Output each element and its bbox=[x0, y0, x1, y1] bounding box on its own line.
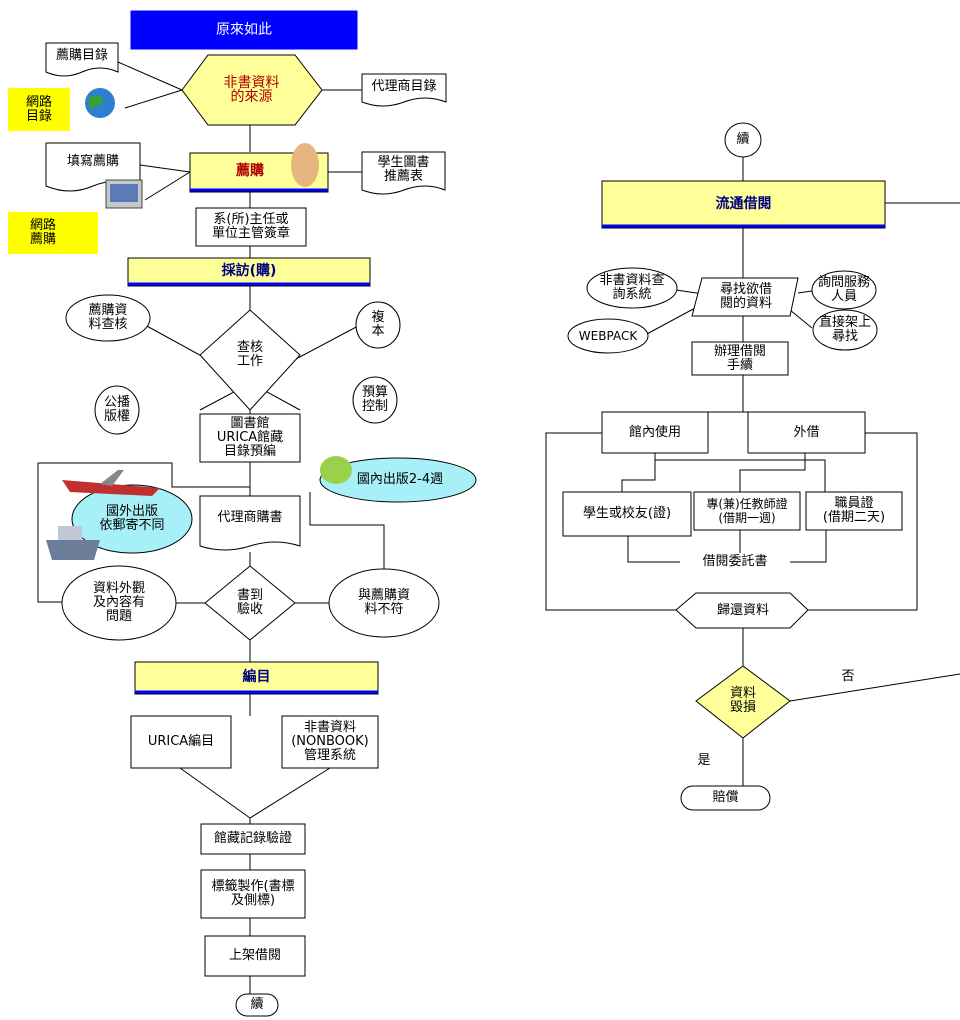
person-icon bbox=[291, 143, 319, 187]
foreign-label: 國外出版 依郵寄不同 bbox=[99, 504, 165, 533]
webpack-ellipse bbox=[567, 318, 649, 354]
urica-catalog-label: URICA編目 bbox=[147, 734, 215, 749]
dept-stamp-box bbox=[195, 207, 307, 247]
external-label: 外借 bbox=[793, 424, 820, 440]
damaged-label: 資料 毀損 bbox=[729, 686, 756, 715]
label-make-box bbox=[200, 869, 306, 919]
cataloging-label: 編目 bbox=[242, 669, 271, 685]
web-recommend-note bbox=[8, 212, 98, 254]
check-diamond bbox=[199, 309, 301, 411]
return-label: 歸還資料 bbox=[716, 602, 769, 618]
find-material-label: 尋找欲借 閱的資料 bbox=[719, 282, 772, 311]
damaged-diamond bbox=[695, 665, 791, 739]
continue-left-label: 續 bbox=[250, 997, 264, 1012]
webpack-label: WEBPACK bbox=[578, 329, 638, 343]
continue-right-label: 續 bbox=[736, 132, 750, 147]
web-catalog-label: 網路 目錄 bbox=[25, 94, 52, 124]
banner-title: 原來如此 bbox=[216, 22, 272, 38]
recommend-label: 薦購 bbox=[236, 163, 264, 179]
external-box bbox=[747, 411, 866, 454]
staff-card-label: 職員證 (借期二天) bbox=[822, 496, 886, 525]
find-material-para bbox=[691, 277, 799, 317]
agent-purchase-doc bbox=[199, 495, 301, 551]
appearance-issue-ellipse bbox=[61, 565, 177, 641]
circulation-box bbox=[601, 180, 886, 229]
shelving-label: 上架借閱 bbox=[228, 948, 281, 963]
holdings-verify-label: 館藏記錄驗證 bbox=[213, 831, 292, 846]
shelf-search-ellipse bbox=[812, 309, 878, 351]
urica-preorder-box bbox=[199, 413, 301, 463]
runner-icon bbox=[320, 456, 352, 484]
domestic-label: 國內出版2-4週 bbox=[356, 472, 444, 487]
nonbook-system-label: 非書資料 (NONBOOK) 管理系統 bbox=[291, 720, 369, 763]
student-form-label: 學生圖書 推薦表 bbox=[377, 155, 430, 184]
catalog-label: 薦購目錄 bbox=[55, 48, 108, 63]
budget-ellipse bbox=[352, 376, 398, 424]
shelf-search-label: 直接架上 尋找 bbox=[818, 315, 871, 344]
copyright-label: 公播 版權 bbox=[103, 395, 130, 424]
nonbook-query-label: 非書資料查 詢系統 bbox=[599, 273, 665, 302]
acquisition-label: 採訪(購) bbox=[221, 263, 277, 279]
yes-label: 是 bbox=[697, 753, 711, 768]
fill-form-label: 填寫薦購 bbox=[66, 154, 119, 169]
rec-review-ellipse bbox=[65, 294, 151, 342]
nonbook-source-label: 非書資料 的來源 bbox=[223, 75, 280, 105]
ship-icon bbox=[46, 540, 100, 560]
urica-preorder-label: 圖書館 URICA館藏 目錄預編 bbox=[216, 416, 284, 459]
compensate-label: 賠償 bbox=[712, 790, 739, 805]
agent-catalog-label: 代理商目錄 bbox=[371, 79, 437, 94]
borrow-procedure-box bbox=[691, 341, 789, 376]
copyright-ellipse bbox=[94, 385, 140, 435]
borrow-procedure-label: 辦理借閱 手續 bbox=[713, 343, 766, 373]
nonbook-source-hex bbox=[181, 54, 323, 126]
nonbook-system-box bbox=[281, 715, 379, 769]
acquisition-box bbox=[127, 257, 371, 287]
dept-stamp-label: 系(所)主任或 單位主管簽章 bbox=[211, 212, 290, 241]
continue-right-ellipse bbox=[724, 122, 762, 158]
label-make-label: 標籤製作(書標 及側標) bbox=[211, 879, 295, 908]
in-library-box bbox=[601, 411, 709, 454]
banner-box bbox=[130, 10, 358, 50]
web-recommend-label: 網路 薦購 bbox=[29, 218, 56, 247]
circulation-label: 流通借閱 bbox=[715, 195, 772, 212]
mismatch-label: 與薦購資 料不符 bbox=[357, 588, 410, 617]
in-library-label: 館內使用 bbox=[628, 424, 681, 440]
duplicate-label: 複 本 bbox=[371, 310, 385, 339]
domestic-ellipse bbox=[319, 457, 477, 503]
student-alumni-box bbox=[562, 491, 692, 537]
shelving-box bbox=[204, 935, 306, 977]
proxy-letter-label: 借閱委託書 bbox=[680, 553, 790, 571]
ask-staff-label: 詢問服務 人員 bbox=[817, 275, 870, 304]
continue-left-box bbox=[235, 993, 279, 1017]
staff-card-box bbox=[805, 491, 903, 531]
agent-purchase-label: 代理商購書 bbox=[217, 510, 283, 525]
duplicate-ellipse bbox=[355, 301, 401, 349]
foreign-ellipse bbox=[71, 484, 193, 554]
no-label: 否 bbox=[841, 669, 855, 684]
arrival-diamond bbox=[204, 565, 296, 641]
faculty-label: 專(兼)任教師證 (借期一週) bbox=[706, 497, 788, 525]
compensate-box bbox=[680, 785, 771, 811]
web-catalog-note bbox=[8, 88, 70, 131]
return-hex bbox=[675, 592, 809, 629]
arrival-check-label: 書到 驗收 bbox=[236, 588, 263, 617]
faculty-box bbox=[693, 491, 801, 531]
urica-catalog-box bbox=[130, 715, 232, 769]
budget-label: 預算 控制 bbox=[361, 385, 388, 414]
mismatch-ellipse bbox=[328, 568, 440, 638]
catalog-doc bbox=[45, 42, 119, 77]
cataloging-box bbox=[134, 661, 379, 695]
student-form-doc bbox=[361, 151, 446, 195]
agent-catalog-doc bbox=[361, 73, 447, 107]
rec-review-label: 薦購資 料查核 bbox=[88, 303, 128, 332]
student-alumni-label: 學生或校友(證) bbox=[582, 506, 672, 521]
airplane-icon bbox=[62, 480, 160, 496]
nonbook-query-ellipse bbox=[586, 267, 678, 309]
ask-staff-ellipse bbox=[811, 270, 877, 310]
holdings-verify-box bbox=[200, 823, 306, 855]
appearance-issue-label: 資料外觀 及內容有 問題 bbox=[92, 581, 145, 624]
check-work-label: 查核 工作 bbox=[236, 340, 263, 369]
